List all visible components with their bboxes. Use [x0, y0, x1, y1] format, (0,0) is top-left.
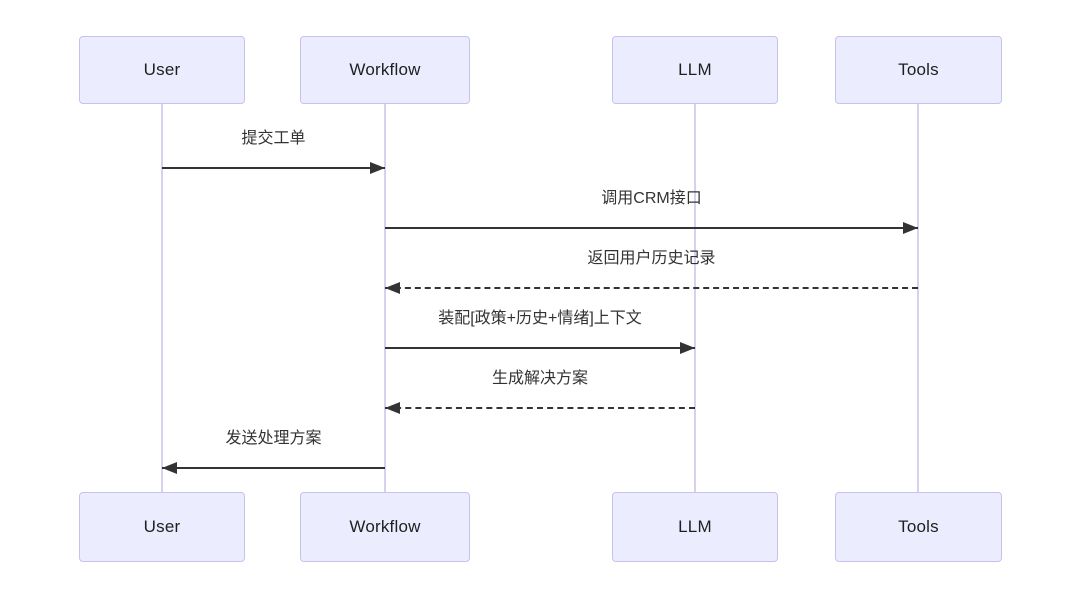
message-generate-solution: 生成解决方案: [385, 369, 695, 414]
message-line-solid: [162, 167, 385, 169]
message-line-dashed: [385, 407, 695, 409]
actor-label-workflow: Workflow: [349, 517, 421, 536]
message-label: 装配[政策+历史+情绪]上下文: [438, 310, 642, 327]
message-label: 调用CRM接口: [601, 190, 702, 207]
actor-label-llm: LLM: [678, 517, 712, 536]
message-label: 提交工单: [241, 130, 306, 147]
message-call-crm: 调用CRM接口: [385, 189, 918, 234]
arrowhead-right-icon: [370, 162, 385, 174]
actor-box-llm-bottom: LLM: [612, 492, 778, 562]
lifeline-user: [161, 104, 163, 492]
arrowhead-right-icon: [680, 342, 695, 354]
message-send-plan: 发送处理方案: [162, 429, 385, 474]
actor-label-tools: Tools: [898, 60, 939, 79]
actor-label-workflow: Workflow: [349, 60, 421, 79]
actor-label-user: User: [143, 60, 181, 79]
actor-box-tools-bottom: Tools: [835, 492, 1002, 562]
actor-box-user-top: User: [79, 36, 245, 104]
arrowhead-left-icon: [385, 282, 400, 294]
actor-box-user-bottom: User: [79, 492, 245, 562]
message-line-solid: [385, 227, 918, 229]
message-line-solid: [385, 347, 695, 349]
message-return-history: 返回用户历史记录: [385, 249, 918, 294]
message-assemble-context: 装配[政策+历史+情绪]上下文: [385, 309, 695, 354]
message-line-solid: [162, 467, 385, 469]
message-label: 返回用户历史记录: [587, 250, 716, 267]
actor-label-user: User: [143, 517, 181, 536]
message-submit-ticket: 提交工单: [162, 129, 385, 174]
arrowhead-left-icon: [385, 402, 400, 414]
arrowhead-left-icon: [162, 462, 177, 474]
lifeline-tools: [917, 104, 919, 492]
message-label: 发送处理方案: [225, 430, 322, 447]
arrowhead-right-icon: [903, 222, 918, 234]
actor-label-tools: Tools: [898, 517, 939, 536]
message-line-dashed: [385, 287, 918, 289]
actor-label-llm: LLM: [678, 60, 712, 79]
actor-box-tools-top: Tools: [835, 36, 1002, 104]
actor-box-workflow-top: Workflow: [300, 36, 470, 104]
actor-box-llm-top: LLM: [612, 36, 778, 104]
lifeline-workflow: [384, 104, 386, 492]
message-label: 生成解决方案: [491, 370, 588, 387]
lifeline-llm: [694, 104, 696, 492]
actor-box-workflow-bottom: Workflow: [300, 492, 470, 562]
